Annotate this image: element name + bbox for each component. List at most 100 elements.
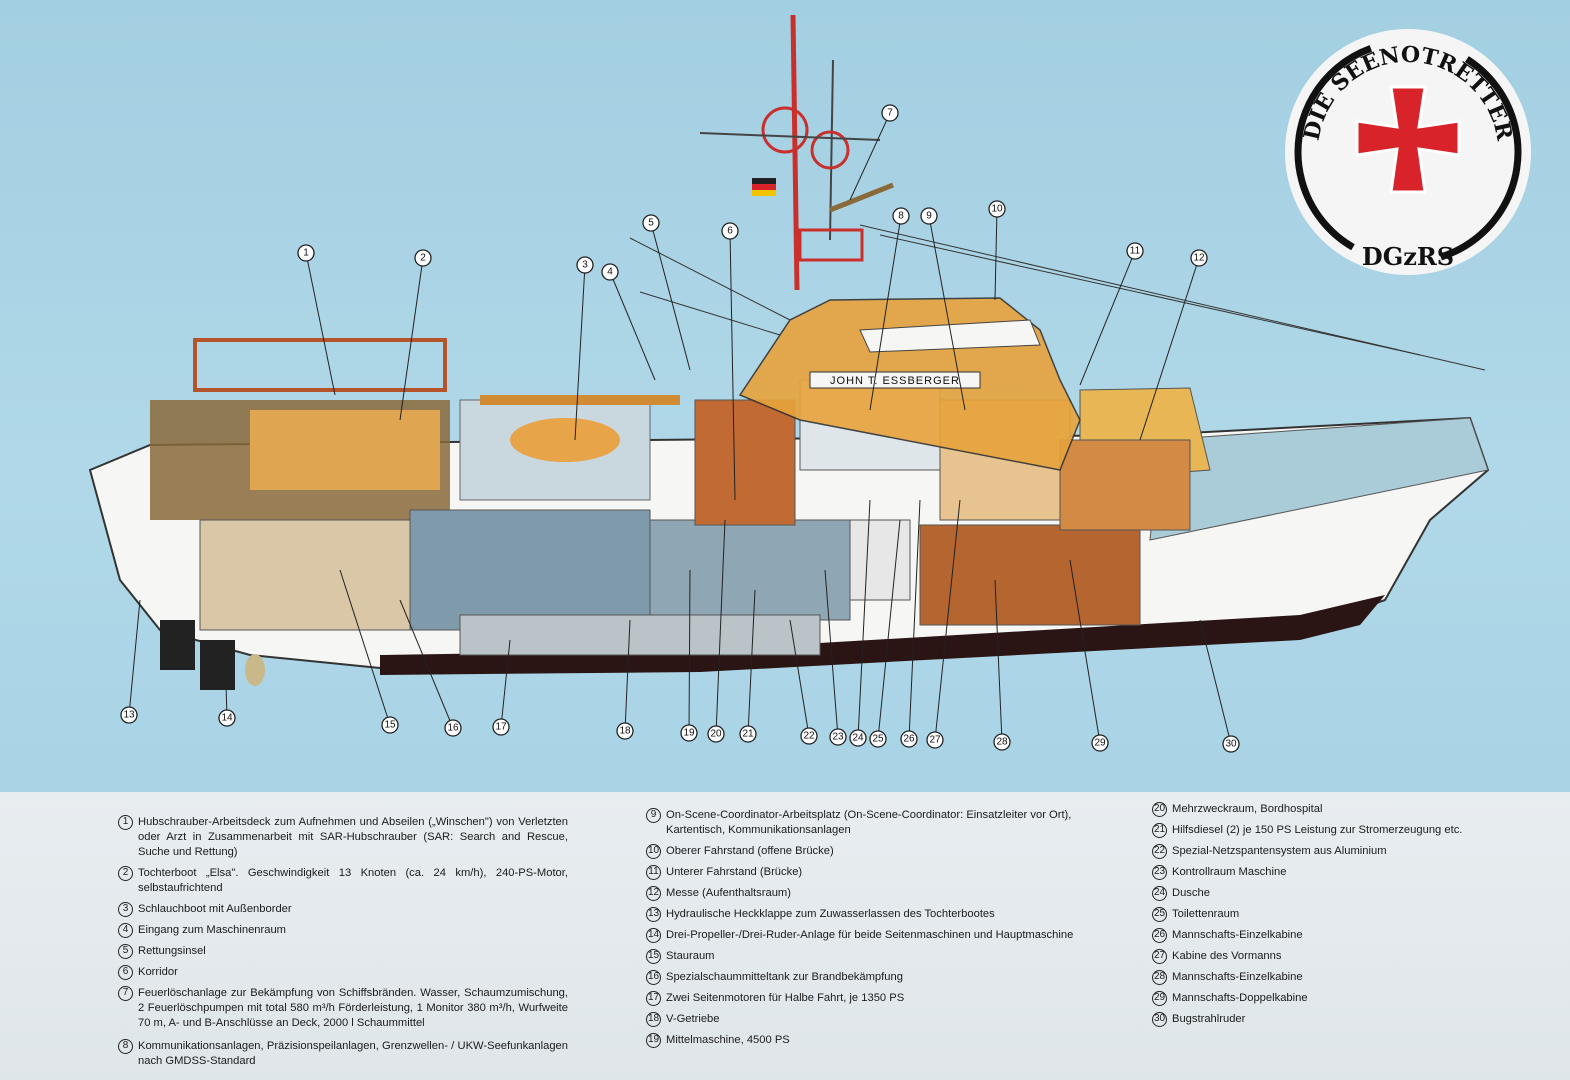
legend-text: Spezial-Netzspantensystem aus Aluminium xyxy=(1172,845,1387,857)
callout-circle xyxy=(1222,735,1240,753)
logo-bottom-text: DGzRS xyxy=(1362,242,1454,271)
leader-line xyxy=(624,619,631,732)
callout-circle xyxy=(616,722,634,740)
leader-line xyxy=(908,499,921,740)
callout-5: 5 xyxy=(642,214,660,232)
callout-number: 1 xyxy=(303,248,309,259)
iron-cross-icon xyxy=(1355,85,1461,194)
legend-number: 27 xyxy=(1152,949,1167,964)
legend-number: 9 xyxy=(646,808,661,823)
leader-line xyxy=(747,589,756,735)
callout-circle xyxy=(892,207,910,225)
leader-line xyxy=(305,252,336,396)
legend-number: 6 xyxy=(118,965,133,980)
legend-text: Hydraulische Heckklappe zum Zuwasserlass… xyxy=(666,908,995,920)
callout-number: 12 xyxy=(1193,253,1205,264)
callout-number: 27 xyxy=(929,735,941,746)
leader-line xyxy=(574,264,586,441)
callout-circle xyxy=(1091,734,1109,752)
legend-number: 29 xyxy=(1152,991,1167,1006)
legend-text: Oberer Fahrstand (offene Brücke) xyxy=(666,845,834,857)
legend-text: Kabine des Vormanns xyxy=(1172,950,1282,962)
callout-3: 3 xyxy=(576,256,594,274)
callout-22: 22 xyxy=(800,727,818,745)
callout-number: 2 xyxy=(420,253,426,264)
callout-number: 13 xyxy=(123,710,135,721)
callout-6: 6 xyxy=(721,222,739,240)
callout-number: 18 xyxy=(619,726,631,737)
callout-15: 15 xyxy=(381,716,399,734)
leader-line xyxy=(994,579,1003,743)
callout-number: 28 xyxy=(996,737,1008,748)
callout-circle xyxy=(218,709,236,727)
legend-number: 11 xyxy=(646,865,661,880)
antenna-wires xyxy=(629,224,1486,371)
legend-text: Mehrzweckraum, Bordhospital xyxy=(1172,803,1323,815)
legend-number: 4 xyxy=(118,923,133,938)
callout-circle xyxy=(1190,249,1208,267)
callout-number: 23 xyxy=(832,732,844,743)
legend-text: Mannschafts-Doppelkabine xyxy=(1172,992,1308,1004)
legend-number: 28 xyxy=(1152,970,1167,985)
leader-line xyxy=(934,499,961,741)
legend-text: Hubschrauber-Arbeitsdeck zum Aufnehmen u… xyxy=(138,816,568,858)
callout-circle xyxy=(492,718,510,736)
callout-13: 13 xyxy=(120,706,138,724)
callout-number: 26 xyxy=(903,734,915,745)
legend-text: Schlauchboot mit Außenborder xyxy=(138,903,292,915)
leader-line xyxy=(1069,559,1101,744)
callout-number: 6 xyxy=(727,226,733,237)
callout-4: 4 xyxy=(601,263,619,281)
callout-circle xyxy=(414,249,432,267)
mast xyxy=(699,14,894,291)
callout-circle xyxy=(920,207,938,225)
ship-name-plate: JOHN T. ESSBERGER xyxy=(830,375,960,387)
callout-number: 9 xyxy=(926,211,932,222)
callout-17: 17 xyxy=(492,718,510,736)
callout-circle xyxy=(576,256,594,274)
legend-text: Toilettenraum xyxy=(1172,908,1240,920)
legend-panel xyxy=(0,792,1570,1080)
callout-circle xyxy=(869,730,887,748)
callout-number: 25 xyxy=(872,734,884,745)
legend-number: 13 xyxy=(646,907,661,922)
callout-7: 7 xyxy=(881,104,899,122)
callout-circle xyxy=(120,706,138,724)
callout-8: 8 xyxy=(892,207,910,225)
leader-line xyxy=(500,639,511,728)
leader-line xyxy=(650,222,691,371)
superstructure: JOHN T. ESSBERGER xyxy=(738,297,1081,471)
leader-line xyxy=(399,599,454,729)
legend-text: Kontrollraum Maschine xyxy=(1172,866,1287,878)
leader-line xyxy=(224,649,228,719)
callout-26: 26 xyxy=(900,730,918,748)
legend-number: 22 xyxy=(1152,844,1167,859)
callout-14: 14 xyxy=(218,709,236,727)
callout-circle xyxy=(297,244,315,262)
leader-line xyxy=(609,271,656,381)
callout-circle xyxy=(800,727,818,745)
callout-27: 27 xyxy=(926,731,944,749)
callout-number: 22 xyxy=(803,731,815,742)
callout-circle xyxy=(849,729,867,747)
callout-18: 18 xyxy=(616,722,634,740)
leader-line xyxy=(857,499,871,739)
legend-number: 14 xyxy=(646,928,661,943)
legend-text: Rettungsinsel xyxy=(138,945,206,957)
legend-item: 22 Spezial-Netzspantensystem aus Aluminiu… xyxy=(1152,844,1482,859)
leader-line xyxy=(869,215,902,411)
callout-number: 10 xyxy=(991,204,1003,215)
